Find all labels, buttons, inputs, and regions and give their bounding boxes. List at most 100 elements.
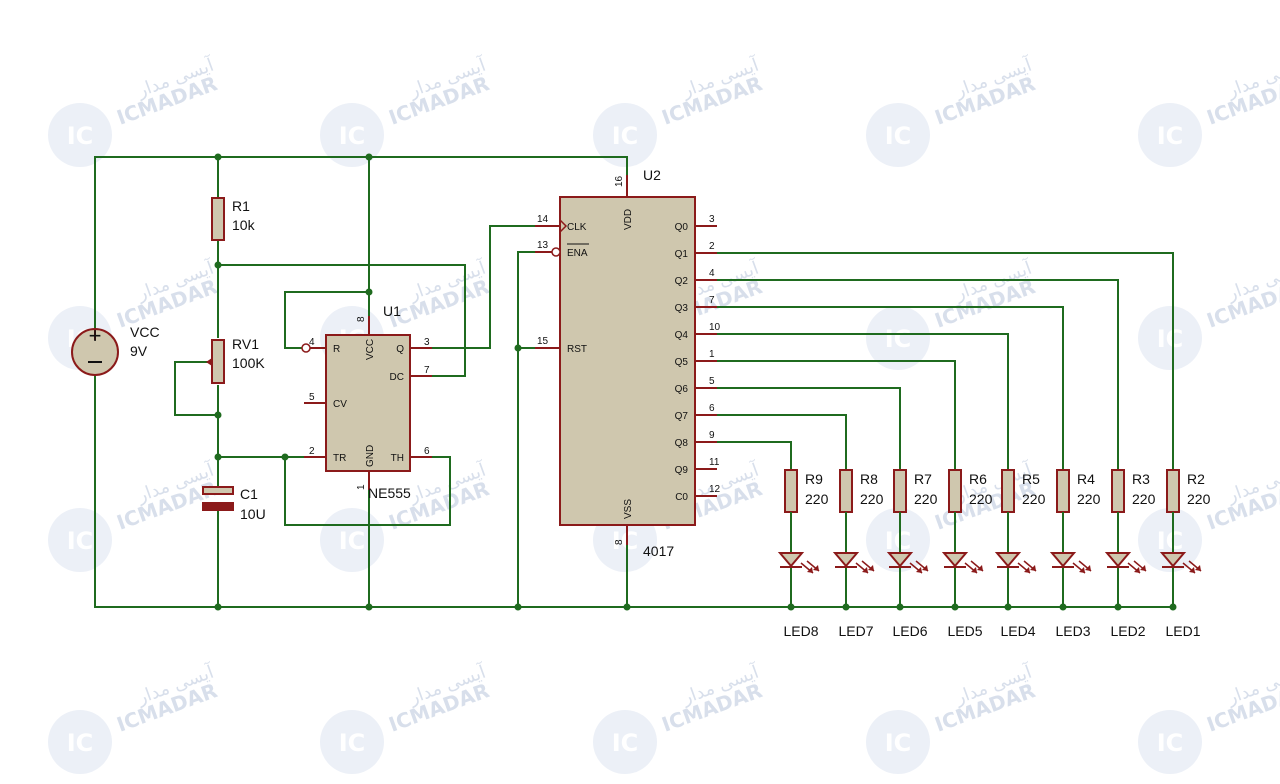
resistor-value: 220 bbox=[805, 491, 829, 507]
vcc-source: + VCC 9V bbox=[71, 323, 160, 376]
resistor-label: R5 bbox=[1022, 471, 1040, 487]
watermark-ic-text: IC bbox=[612, 122, 639, 150]
u1-pin-q: Q bbox=[396, 344, 404, 355]
u2-pinnum-q: 5 bbox=[709, 376, 715, 387]
u2-pinnum-q: 9 bbox=[709, 430, 715, 441]
output-stage: R9220LED8R8220LED7R7220LED6R6220LED5R522… bbox=[777, 469, 1211, 639]
u2-pinnum-q: 11 bbox=[709, 457, 720, 468]
resistor bbox=[948, 469, 962, 513]
led-label: LED4 bbox=[1000, 623, 1035, 639]
resistor bbox=[1166, 469, 1180, 513]
potentiometer-rv1: RV1 100K bbox=[206, 336, 265, 384]
led-label: LED7 bbox=[838, 623, 873, 639]
vcc-label: VCC bbox=[130, 324, 160, 340]
u1-pin-th: TH bbox=[391, 453, 404, 464]
led-icon bbox=[777, 552, 805, 568]
u2-part: 4017 bbox=[643, 543, 674, 559]
resistor-value: 220 bbox=[860, 491, 884, 507]
watermark-ic-text: IC bbox=[612, 729, 639, 757]
c1-label: C1 bbox=[240, 486, 258, 502]
watermark-ic-text: IC bbox=[1157, 122, 1184, 150]
watermark-ic-text: IC bbox=[885, 527, 912, 555]
u2-pinnum-ena: 13 bbox=[537, 240, 549, 251]
u1-pinnum-r: 4 bbox=[309, 337, 315, 348]
u2-pinnum-q: 1 bbox=[709, 349, 715, 360]
u1-pinnum-q: 3 bbox=[424, 337, 430, 348]
led-label: LED1 bbox=[1165, 623, 1200, 639]
resistor-value: 220 bbox=[914, 491, 938, 507]
watermark-ic-text: IC bbox=[339, 527, 366, 555]
rv1-label: RV1 bbox=[232, 336, 259, 352]
resistor-label: R7 bbox=[914, 471, 932, 487]
led-label: LED5 bbox=[947, 623, 982, 639]
u1-pin-gnd: GND bbox=[365, 445, 376, 467]
u2-pinnum-q: 2 bbox=[709, 241, 715, 252]
resistor-label: R3 bbox=[1132, 471, 1150, 487]
resistor-label: R6 bbox=[969, 471, 987, 487]
led-icon bbox=[1104, 552, 1132, 568]
led-icon bbox=[832, 552, 860, 568]
resistor bbox=[839, 469, 853, 513]
u2-pin-q: Q1 bbox=[675, 249, 689, 260]
wires bbox=[94, 156, 1174, 608]
capacitor-c1: C1 10U bbox=[202, 486, 266, 522]
u2-pin-q: C0 bbox=[675, 492, 688, 503]
u2-pinnum-q: 3 bbox=[709, 214, 715, 225]
u2-pinnum-vdd: 16 bbox=[614, 175, 625, 187]
ic-u1-ne555: R CV TR Q DC TH VCC GND 4 5 2 3 7 6 8 1 … bbox=[301, 303, 432, 501]
u1-pin-vcc: VCC bbox=[365, 339, 376, 360]
u1-ref: U1 bbox=[383, 303, 401, 319]
u1-pinnum-dc: 7 bbox=[424, 365, 430, 376]
u2-pinnum-q: 6 bbox=[709, 403, 715, 414]
resistor-label: R9 bbox=[805, 471, 823, 487]
watermark-ic-text: IC bbox=[1157, 527, 1184, 555]
led-icon bbox=[941, 552, 969, 568]
led-icon bbox=[1159, 552, 1187, 568]
u2-pin-q: Q3 bbox=[675, 303, 689, 314]
resistor bbox=[1111, 469, 1125, 513]
resistor-value: 220 bbox=[1077, 491, 1101, 507]
r1-value: 10k bbox=[232, 217, 256, 233]
watermark-ic-text: IC bbox=[67, 527, 94, 555]
r1-label: R1 bbox=[232, 198, 250, 214]
u2-pinnum-q: 7 bbox=[709, 295, 715, 306]
c1-value: 10U bbox=[240, 506, 266, 522]
resistor-label: R2 bbox=[1187, 471, 1205, 487]
resistor-r1: R1 10k bbox=[211, 197, 256, 241]
u2-pin-vdd: VDD bbox=[623, 209, 634, 230]
u2-pin-ena: ENA bbox=[567, 248, 588, 259]
u1-pinnum-tr: 2 bbox=[309, 446, 315, 457]
u2-pin-clk: CLK bbox=[567, 222, 587, 233]
resistor bbox=[1001, 469, 1015, 513]
resistor-value: 220 bbox=[969, 491, 993, 507]
watermark-ic-text: IC bbox=[339, 122, 366, 150]
u2-pin-q: Q6 bbox=[675, 384, 689, 395]
u2-pin-q: Q8 bbox=[675, 438, 689, 449]
watermark-ic-text: IC bbox=[885, 729, 912, 757]
u2-pin-rst: RST bbox=[567, 344, 587, 355]
watermark-ic-text: IC bbox=[1157, 729, 1184, 757]
led-icon bbox=[994, 552, 1022, 568]
u2-pin-q: Q2 bbox=[675, 276, 689, 287]
watermark-ic-text: IC bbox=[339, 729, 366, 757]
resistor-value: 220 bbox=[1022, 491, 1046, 507]
rv1-value: 100K bbox=[232, 355, 265, 371]
